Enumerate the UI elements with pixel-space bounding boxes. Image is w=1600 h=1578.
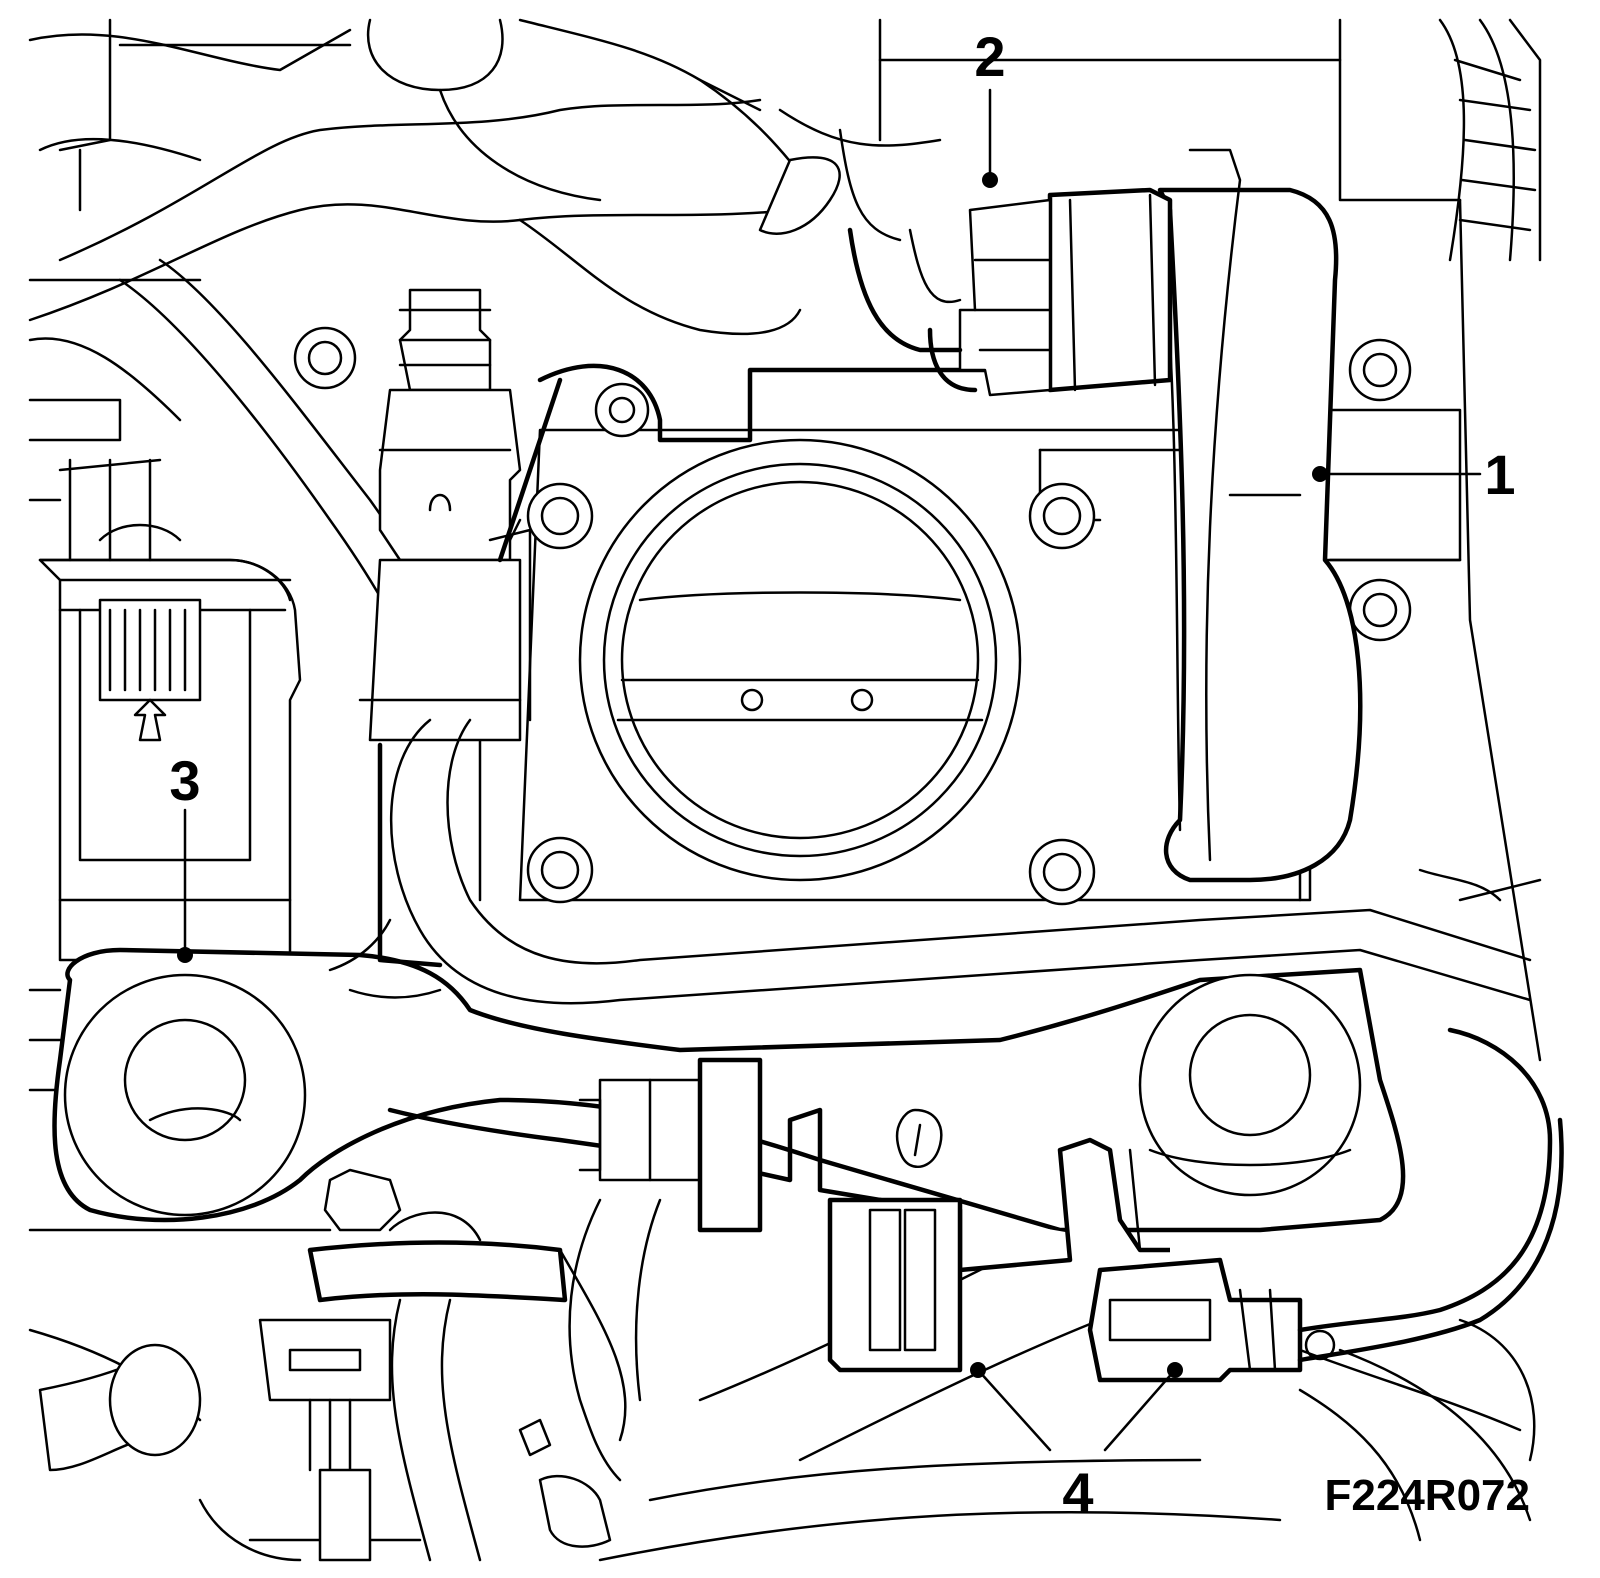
bracket-hole-right-outer xyxy=(1138,973,1362,1197)
leader-dot-2 xyxy=(982,172,998,188)
callout-4: 4 xyxy=(1062,1461,1093,1524)
leader-dot-3 xyxy=(177,947,193,963)
leader-dot-4b xyxy=(1167,1362,1183,1378)
throttle-bore-outer xyxy=(578,438,1022,882)
throttle-bore-inner xyxy=(602,462,998,858)
leader-dot-1 xyxy=(1312,466,1328,482)
leader-line-4b xyxy=(1103,1368,1177,1452)
arrow-icon xyxy=(133,698,167,742)
throttle-motor-housing xyxy=(1157,148,1462,883)
middle-hose xyxy=(328,718,1532,1005)
bracket-hole-left-outer xyxy=(63,973,307,1217)
leader-line-4a xyxy=(976,1368,1052,1452)
bracket-hole-right-inner xyxy=(1188,1013,1312,1137)
left-sensor xyxy=(358,288,563,742)
lower-left-parts xyxy=(38,1168,662,1562)
sensor-connector-3 xyxy=(38,458,302,962)
figure-code: F224R072 xyxy=(1325,1471,1530,1520)
callout-1: 1 xyxy=(1484,443,1515,506)
throttle-body xyxy=(293,326,1412,906)
throttle-connector xyxy=(838,128,1173,397)
bracket-hole-left-inner xyxy=(123,1018,247,1142)
callout-leaders xyxy=(177,88,1482,1452)
background-structure xyxy=(28,18,1542,1562)
callout-2: 2 xyxy=(974,25,1005,88)
mounting-bolts xyxy=(293,326,1412,906)
lower-sensors xyxy=(387,1027,1564,1383)
callout-3: 3 xyxy=(169,749,200,812)
leader-dot-4a xyxy=(970,1362,986,1378)
